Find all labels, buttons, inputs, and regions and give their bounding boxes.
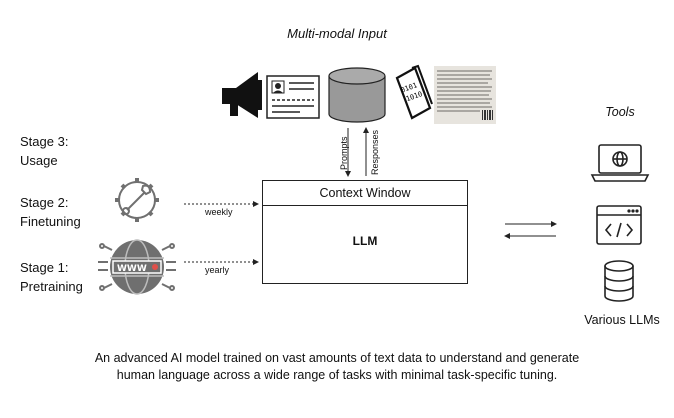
context-window-box: Context Window LLM (262, 180, 468, 284)
stage-name: Finetuning (20, 214, 81, 229)
stage-title: Stage 1: (20, 260, 69, 275)
stage-title: Stage 2: (20, 195, 69, 210)
caption: An advanced AI model trained on vast amo… (0, 350, 674, 384)
context-window-header: Context Window (263, 181, 467, 206)
prompts-label: Prompts (339, 136, 349, 170)
various-llms-label: Various LLMs (584, 313, 660, 327)
globe-www-icon: WWW (98, 239, 176, 295)
svg-text:WWW: WWW (117, 264, 147, 274)
stage-name: Usage (20, 153, 58, 168)
stage-finetuning: Stage 2: Finetuning (20, 193, 81, 231)
stage-title: Stage 3: (20, 134, 69, 149)
multimodal-input-title: Multi-modal Input (287, 26, 387, 41)
database-icon (604, 260, 634, 302)
responses-label: Responses (370, 129, 380, 175)
database-cylinder-icon (328, 67, 386, 123)
scanned-document-icon (434, 66, 496, 124)
laptop-globe-icon (590, 144, 650, 182)
tools-title: Tools (605, 105, 635, 119)
caption-line-2: human language across a wide range of ta… (116, 368, 558, 382)
stage-usage: Stage 3: Usage (20, 132, 68, 170)
megaphone-icon (222, 72, 262, 118)
gear-wrench-icon (115, 178, 159, 222)
id-card-icon (266, 75, 320, 119)
binary-document-icon: 0101 1010 (395, 64, 433, 120)
stage-pretraining: Stage 1: Pretraining (20, 258, 83, 296)
stage-name: Pretraining (20, 279, 83, 294)
caption-line-1: An advanced AI model trained on vast amo… (94, 351, 580, 365)
code-window-icon (596, 205, 642, 245)
llm-label: LLM (352, 234, 378, 248)
yearly-label: yearly (205, 265, 230, 275)
weekly-label: weekly (205, 207, 233, 217)
